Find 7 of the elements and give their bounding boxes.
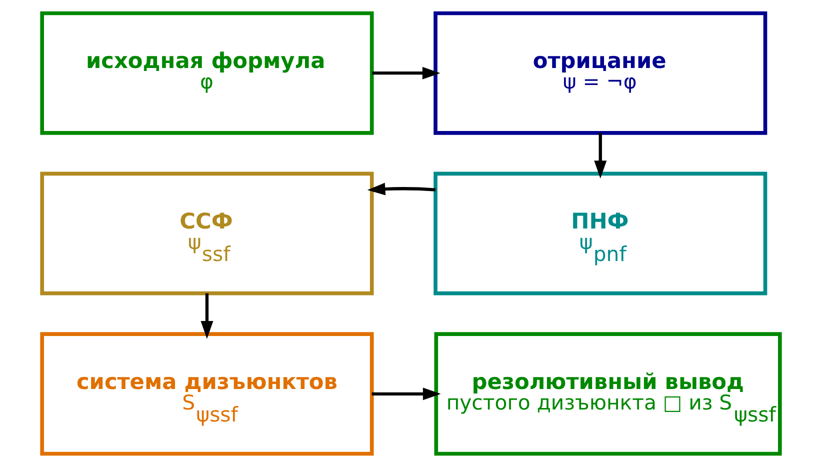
arrow [200, 293, 213, 339]
node-box: исходная формула φ [40, 11, 374, 135]
arrow [366, 182, 436, 196]
arrow [372, 66, 440, 80]
node-box: отрицание ψ = ¬φ [433, 11, 767, 135]
arrow [594, 132, 606, 178]
arrow [371, 388, 440, 400]
